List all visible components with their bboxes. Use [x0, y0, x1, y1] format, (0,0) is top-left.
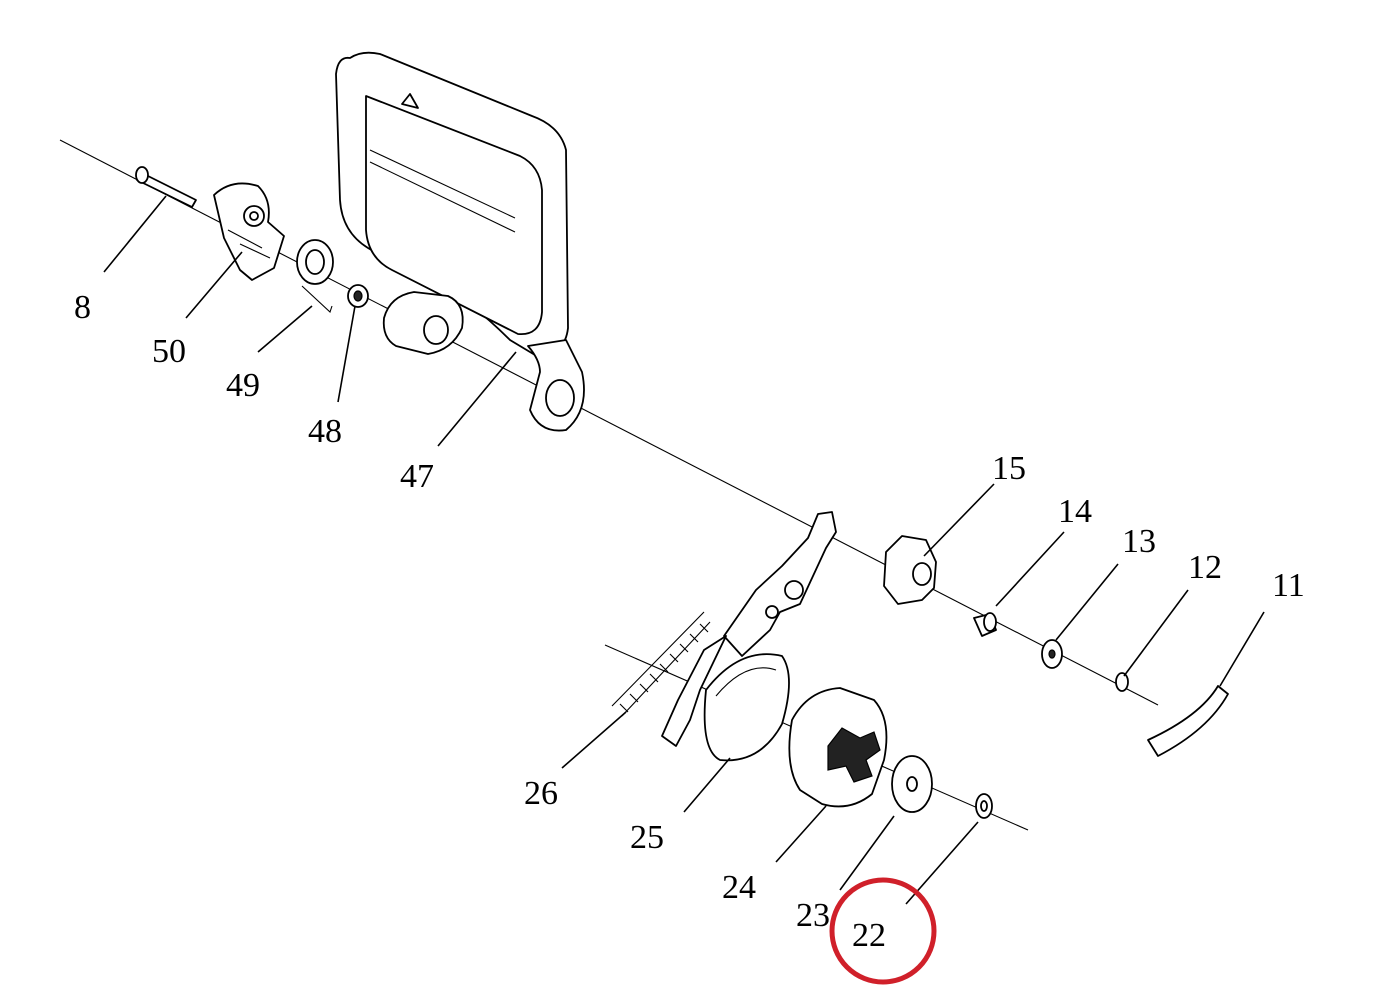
callout-15: 15: [992, 450, 1026, 487]
part-23-washer: [891, 755, 933, 813]
part-48-bushing: [347, 284, 369, 308]
callout-12: 12: [1188, 549, 1222, 586]
part-25-brake-band: [703, 653, 790, 762]
part-26-spring: [611, 611, 711, 717]
part-12-clip: [1115, 672, 1129, 692]
leader-lines: [103, 195, 1265, 905]
callout-26: 26: [524, 775, 558, 812]
part-8-pin: [135, 166, 197, 208]
callout-49: 49: [226, 367, 260, 404]
callout-8: 8: [74, 289, 91, 326]
callout-47: 47: [400, 458, 434, 495]
callout-24: 24: [722, 869, 756, 906]
part-50-bracket: [213, 182, 285, 281]
highlight-circle: [829, 877, 937, 985]
callout-23: 23: [796, 897, 830, 934]
brake-lever: [661, 511, 837, 747]
callout-25: 25: [630, 819, 664, 856]
part-47-hand-guard: [335, 51, 585, 432]
part-15-hub: [883, 535, 937, 605]
callout-50: 50: [152, 333, 186, 370]
callout-14: 14: [1058, 493, 1092, 530]
callout-11: 11: [1272, 567, 1305, 604]
part-49-clip: [296, 239, 334, 313]
callout-13: 13: [1122, 523, 1156, 560]
part-11-plate: [1147, 685, 1229, 757]
callout-labels: 8 50 49 48 47 15 14 13 12 11 26 25 24 23…: [74, 289, 1305, 954]
part-22-clip: [975, 793, 993, 819]
part-14-sleeve: [973, 612, 997, 637]
callout-48: 48: [308, 413, 342, 450]
callout-22: 22: [852, 917, 886, 954]
part-13-washer: [1041, 639, 1063, 669]
part-24-drum: [788, 687, 888, 808]
